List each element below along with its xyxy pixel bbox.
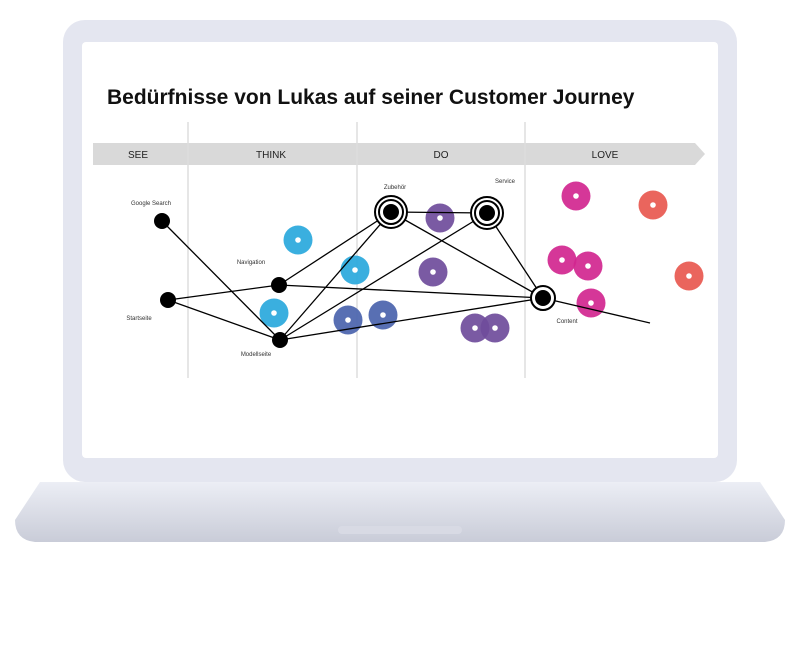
need-marker-blue <box>333 305 363 335</box>
node-google-search <box>154 213 170 229</box>
trackpad-notch <box>338 526 462 534</box>
need-marker-purple <box>480 313 510 343</box>
label-startseite: Startseite <box>126 316 152 322</box>
phase-see: SEE <box>128 150 148 161</box>
phase-band <box>93 143 705 165</box>
phase-think: THINK <box>256 150 286 161</box>
phase-dividers <box>187 122 526 378</box>
phase-love: LOVE <box>592 150 619 161</box>
node-service <box>470 196 504 230</box>
node-startseite <box>160 292 176 308</box>
need-marker-magenta <box>576 288 606 318</box>
node-zubehoer <box>374 195 408 229</box>
nodes <box>154 195 556 348</box>
need-marker-red <box>674 261 704 291</box>
need-marker-magenta <box>561 181 591 211</box>
label-zubehoer: Zubehör <box>384 185 406 191</box>
label-navigation: Navigation <box>237 260 265 266</box>
label-google-search: Google Search <box>131 201 171 207</box>
need-marker-magenta <box>547 245 577 275</box>
laptop-base <box>15 482 785 542</box>
node-navigation <box>271 277 287 293</box>
need-marker-magenta <box>573 251 603 281</box>
need-marker-purple <box>425 203 455 233</box>
node-content <box>530 285 556 311</box>
need-marker-purple <box>418 257 448 287</box>
need-marker-purple <box>460 313 490 343</box>
label-modellseite: Modellseite <box>241 352 272 358</box>
need-marker-cyan <box>340 255 370 285</box>
need-marker-red <box>638 190 668 220</box>
node-modellseite <box>272 332 288 348</box>
phase-do: DO <box>434 150 449 161</box>
need-marker-cyan <box>259 298 289 328</box>
label-service: Service <box>495 179 516 185</box>
label-content: Content <box>556 319 577 325</box>
need-marker-cyan <box>283 225 313 255</box>
page-title: Bedürfnisse von Lukas auf seiner Custome… <box>107 86 635 109</box>
